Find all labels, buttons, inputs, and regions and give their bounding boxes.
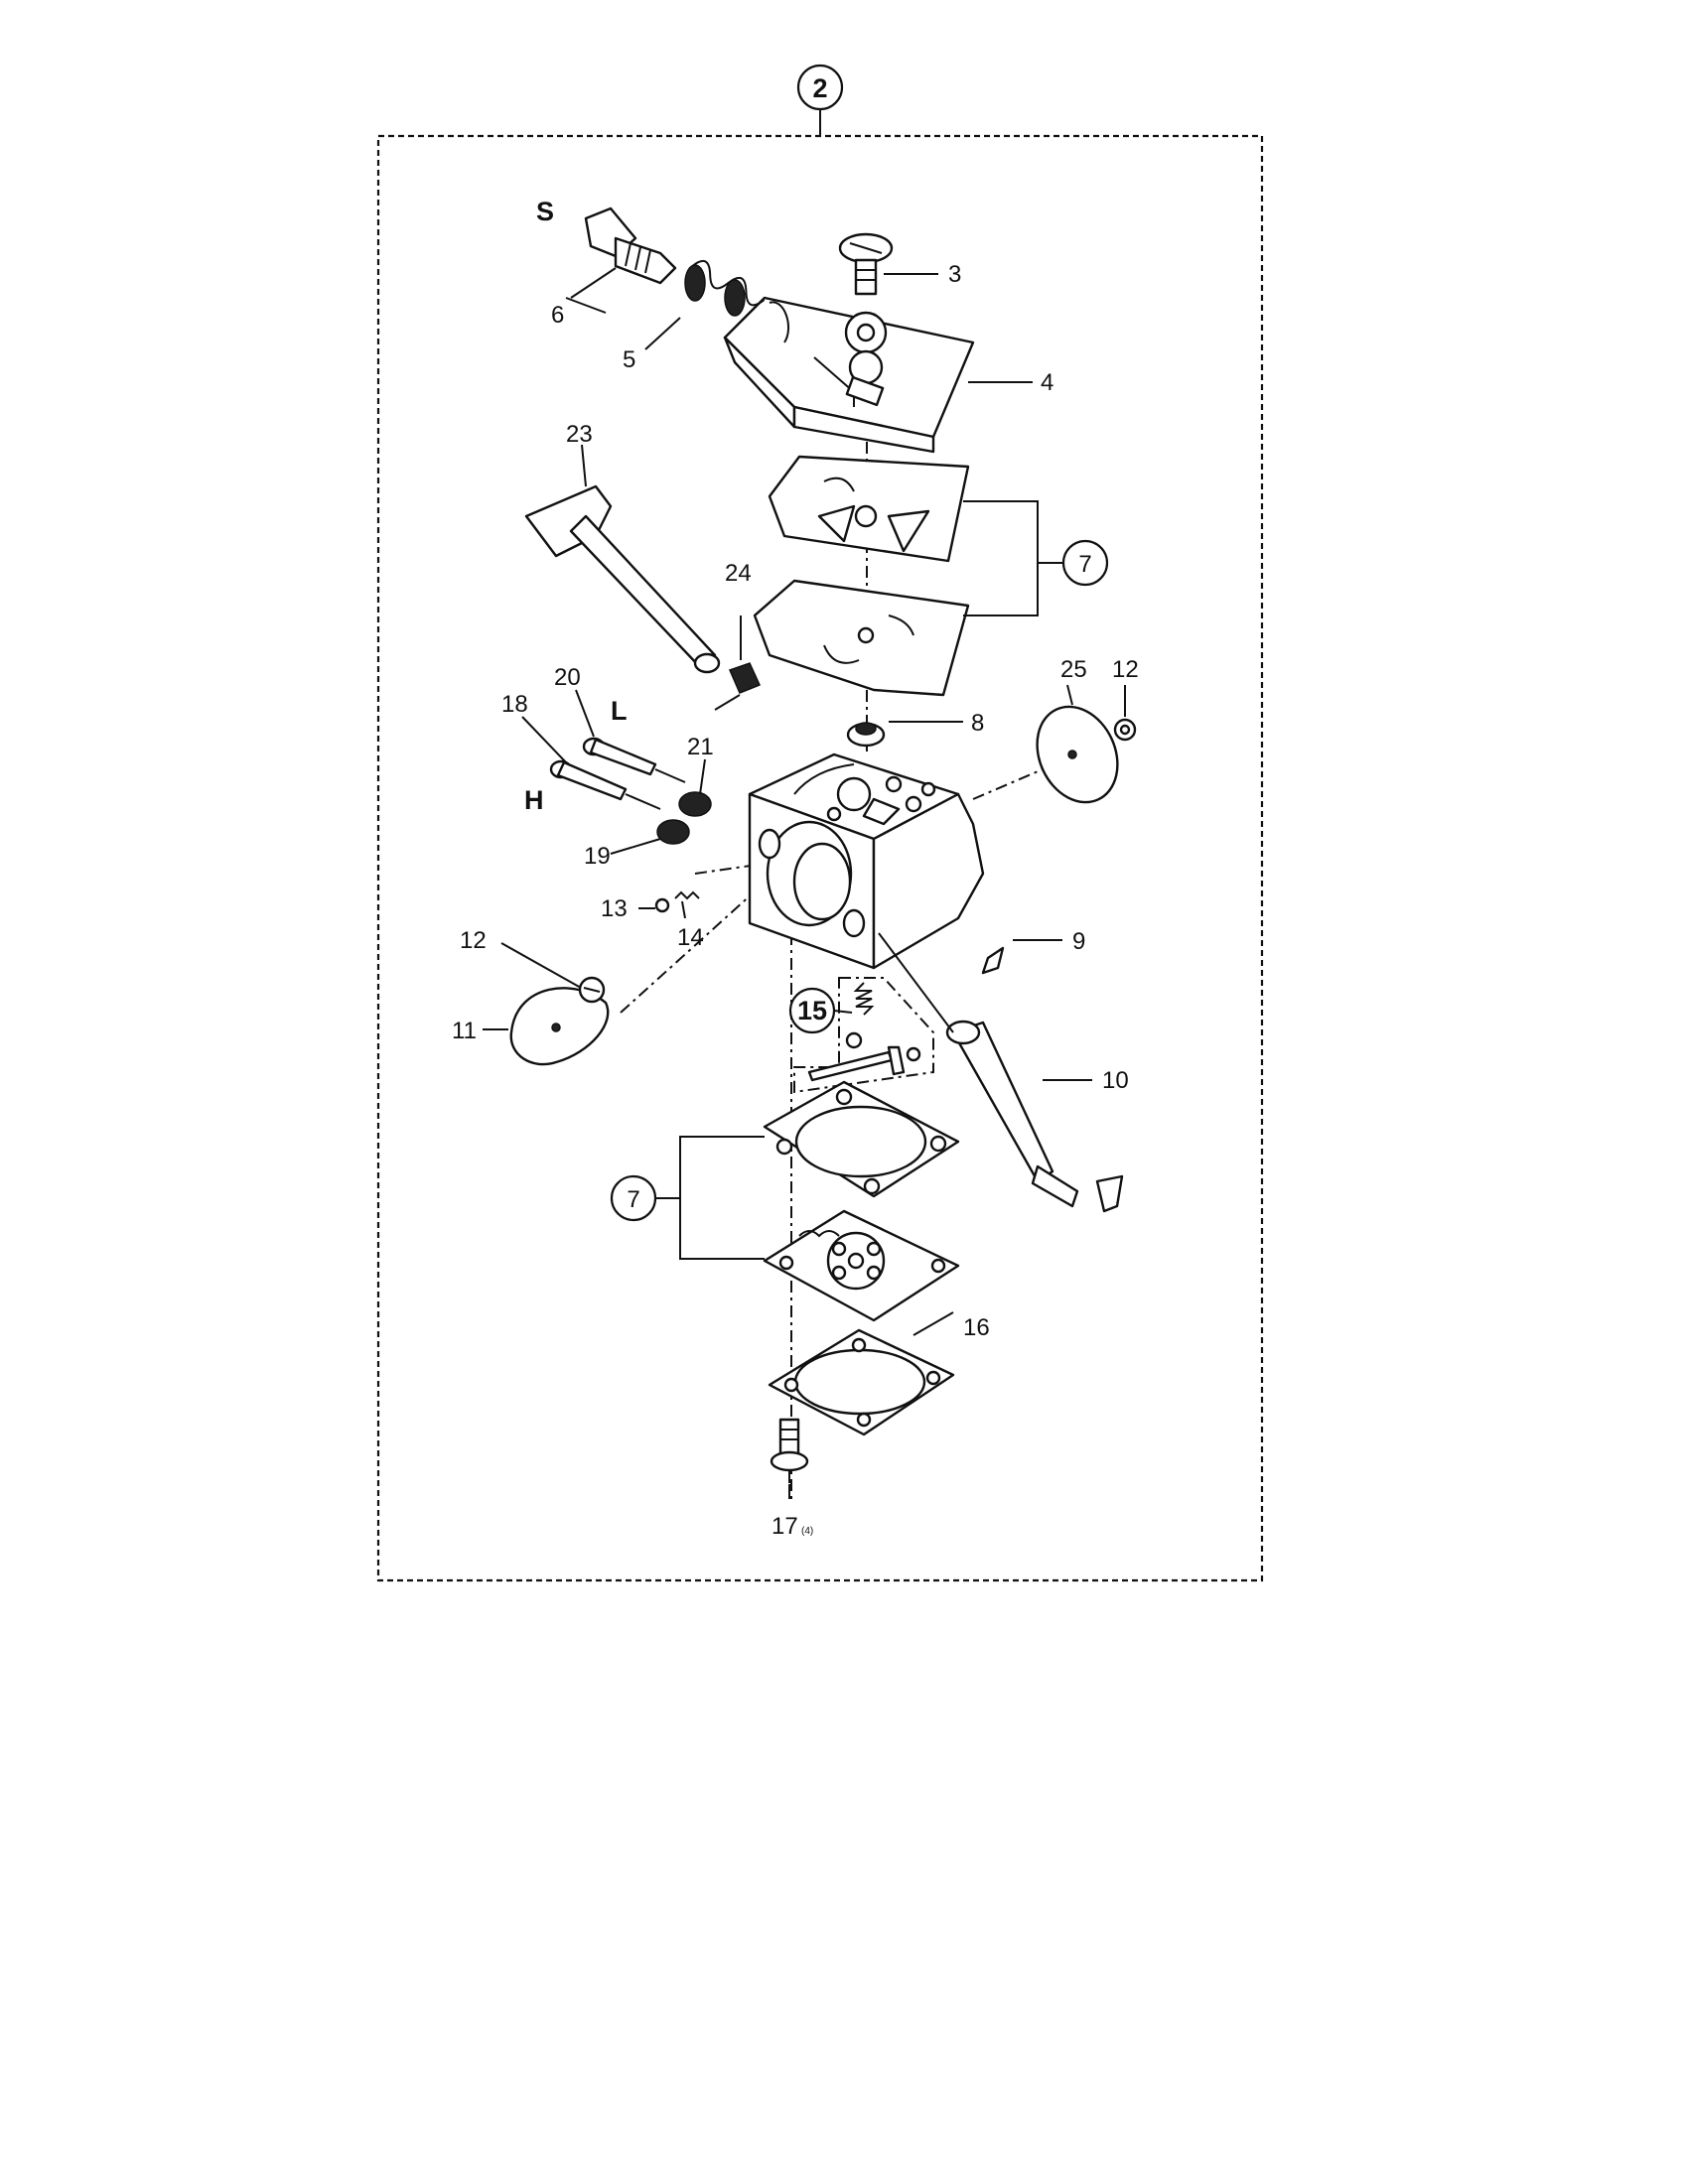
low-speed-spring-part[interactable] bbox=[678, 791, 712, 817]
callout-16: 16 bbox=[963, 1314, 990, 1341]
callout-8: 8 bbox=[971, 710, 984, 737]
small-spring-part[interactable] bbox=[674, 890, 700, 900]
callout-23: 23 bbox=[566, 421, 593, 448]
pump-gasket-part[interactable] bbox=[763, 1080, 960, 1198]
callout-5: 5 bbox=[623, 346, 635, 373]
throttle-plate-part[interactable] bbox=[1022, 694, 1132, 816]
cover-plate-part[interactable] bbox=[723, 296, 975, 454]
callout-11: 11 bbox=[452, 1018, 477, 1044]
callout-12-right: 12 bbox=[1112, 656, 1139, 683]
cover-screw-part[interactable] bbox=[770, 1418, 809, 1499]
screw-left-part[interactable] bbox=[578, 976, 606, 1004]
svg-text:7: 7 bbox=[627, 1186, 639, 1213]
callout-19: 19 bbox=[584, 843, 611, 870]
filter-screen-part[interactable] bbox=[714, 662, 762, 711]
callout-17-qty: (4) bbox=[801, 1526, 813, 1537]
callout-12-left: 12 bbox=[460, 927, 487, 954]
callout-18: 18 bbox=[501, 691, 528, 718]
callout-6: 6 bbox=[551, 302, 564, 329]
leader-lines bbox=[483, 267, 1126, 1499]
fuel-pickup-arm-part[interactable] bbox=[524, 484, 721, 674]
callout-13: 13 bbox=[601, 895, 628, 922]
upper-gasket-part[interactable] bbox=[768, 455, 970, 563]
callout-14: 14 bbox=[677, 924, 704, 951]
callout-25: 25 bbox=[1060, 656, 1087, 683]
clip-part[interactable] bbox=[981, 946, 1005, 975]
check-ball-part[interactable] bbox=[654, 897, 670, 913]
callout-labels: S L H 3 4 5 6 8 9 10 11 12 12 13 14 16 1… bbox=[452, 197, 1139, 1540]
callout-10: 10 bbox=[1102, 1067, 1129, 1094]
low-speed-needle-part[interactable] bbox=[582, 737, 686, 783]
callout-4: 4 bbox=[1041, 369, 1053, 396]
callout-7-upper[interactable]: 7 bbox=[1061, 539, 1109, 587]
assembly-callout[interactable]: 2 bbox=[796, 64, 844, 111]
screw-right-part[interactable] bbox=[1113, 718, 1137, 742]
svg-text:7: 7 bbox=[1078, 551, 1091, 578]
pump-cover-part[interactable] bbox=[768, 1328, 955, 1436]
pump-diaphragm-part[interactable] bbox=[763, 1209, 960, 1322]
choke-screw-part[interactable] bbox=[584, 206, 677, 285]
high-speed-needle-part[interactable] bbox=[549, 759, 661, 810]
callout-L: L bbox=[611, 696, 628, 726]
inlet-lever-assembly-part[interactable] bbox=[793, 977, 934, 1094]
callout-S: S bbox=[536, 197, 554, 226]
callout-24: 24 bbox=[725, 560, 752, 587]
callout-20: 20 bbox=[554, 664, 581, 691]
assembly-frame bbox=[376, 109, 1264, 1582]
metering-diaphragm-part[interactable] bbox=[753, 579, 970, 697]
svg-text:15: 15 bbox=[797, 996, 827, 1025]
throttle-shaft-part[interactable] bbox=[878, 932, 1124, 1213]
choke-plate-part[interactable] bbox=[509, 987, 610, 1066]
callout-7-lower[interactable]: 7 bbox=[610, 1174, 657, 1222]
spring-part[interactable] bbox=[684, 257, 769, 317]
callout-3: 3 bbox=[948, 261, 961, 288]
svg-text:2: 2 bbox=[812, 73, 827, 103]
needle-valve-part[interactable] bbox=[846, 722, 886, 748]
callout-21: 21 bbox=[687, 734, 714, 760]
high-speed-spring-part[interactable] bbox=[656, 819, 690, 845]
callout-9: 9 bbox=[1072, 928, 1085, 955]
callout-H: H bbox=[524, 785, 544, 815]
callout-15[interactable]: 15 bbox=[788, 987, 836, 1034]
callout-17: 17 bbox=[772, 1513, 798, 1540]
screw-part[interactable] bbox=[838, 232, 894, 296]
carburetor-body-part[interactable] bbox=[748, 752, 985, 970]
